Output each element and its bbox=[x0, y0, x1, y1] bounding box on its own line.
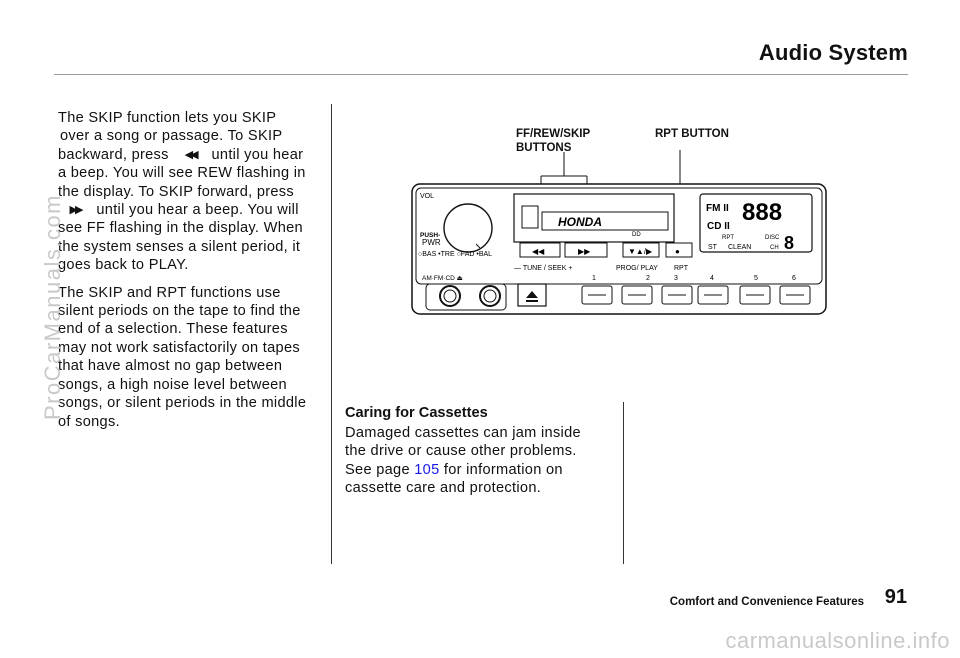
display-ch: CH bbox=[770, 245, 779, 251]
display-disc-label: DISC bbox=[765, 235, 780, 241]
preset-number-4: 4 bbox=[710, 275, 714, 282]
page-title: Audio System bbox=[758, 40, 908, 65]
prog-play-label: PROG/ PLAY bbox=[616, 265, 658, 272]
rpt-label: RPT bbox=[674, 265, 689, 272]
display-band: FM II bbox=[706, 203, 729, 214]
section-footer-label: Comfort and Convenience Features bbox=[669, 596, 864, 608]
knob-labels: ○BAS •TRE ○FAD •BAL bbox=[418, 251, 492, 258]
fader-balance-knob[interactable] bbox=[479, 285, 501, 307]
display-clean: CLEAN bbox=[728, 244, 751, 251]
ff-button[interactable] bbox=[564, 242, 608, 258]
display-digits: 888 bbox=[742, 199, 782, 226]
caring-description: Damaged cassettes can jam inside the dri… bbox=[345, 425, 581, 497]
watermark-bottom: carmanualsonline.info bbox=[725, 628, 950, 653]
amfmcd-label: AM·FM·CD ⏏ bbox=[422, 275, 463, 282]
caring-heading: Caring for Cassettes bbox=[345, 405, 488, 421]
skip-description: The SKIP function lets you SKIP over a s… bbox=[58, 109, 324, 431]
radio-diagram: VOL PUSH- PWR ○BAS •TRE ○FAD •BAL HONDA … bbox=[411, 150, 827, 315]
rew-icon: ◀◀ bbox=[184, 148, 199, 161]
display-disc-digit: 8 bbox=[784, 233, 794, 253]
pwr-label: PWR bbox=[422, 238, 441, 247]
preset-number-3: 3 bbox=[674, 275, 678, 282]
rew-button[interactable] bbox=[519, 242, 561, 258]
preset-number-5: 5 bbox=[754, 275, 758, 282]
preset-number-2: 2 bbox=[646, 275, 650, 282]
push-label: PUSH- bbox=[420, 232, 440, 239]
preset-number-1: 1 bbox=[592, 275, 596, 282]
ff-icon: ▶▶ bbox=[69, 204, 84, 217]
watermark-left: ProCarManuals.com bbox=[40, 193, 65, 420]
cassette-door bbox=[513, 193, 675, 243]
column-divider-right bbox=[623, 402, 624, 564]
rew-button-label: ◀◀ bbox=[532, 247, 545, 256]
callout-ff-rew-skip: FF/REW/SKIP BUTTONS bbox=[516, 128, 591, 154]
prog-play-button[interactable] bbox=[622, 242, 660, 258]
display-st: ST bbox=[708, 244, 718, 251]
skip-paragraph-2: The SKIP and RPT functions use silent pe… bbox=[58, 284, 307, 430]
page-number: 91 bbox=[884, 586, 907, 608]
preset-number-6: 6 bbox=[792, 275, 796, 282]
honda-logo: HONDA bbox=[558, 215, 602, 229]
page-105-link[interactable]: 105 bbox=[414, 461, 440, 478]
bass-treble-knob[interactable] bbox=[439, 285, 461, 307]
callout-rpt: RPT BUTTON bbox=[655, 128, 729, 140]
column-divider-left bbox=[331, 104, 332, 564]
ff-button-label: ▶▶ bbox=[578, 247, 591, 256]
prog-play-button-label: ▼▲/▶ bbox=[628, 247, 653, 256]
rpt-button-label: ● bbox=[675, 247, 680, 256]
header-rule bbox=[54, 74, 908, 75]
vol-label: VOL bbox=[420, 193, 434, 200]
display-cd: CD II bbox=[707, 221, 730, 232]
dolby-logo: DD bbox=[632, 232, 641, 238]
tune-seek-label: — TUNE / SEEK + bbox=[514, 265, 572, 272]
vol-knob[interactable] bbox=[443, 203, 493, 253]
lcd-display bbox=[699, 193, 813, 253]
rpt-button[interactable] bbox=[665, 242, 693, 258]
skip-paragraph-1: The SKIP function lets you SKIP over a s… bbox=[58, 110, 306, 274]
display-rpt: RPT bbox=[722, 235, 734, 241]
